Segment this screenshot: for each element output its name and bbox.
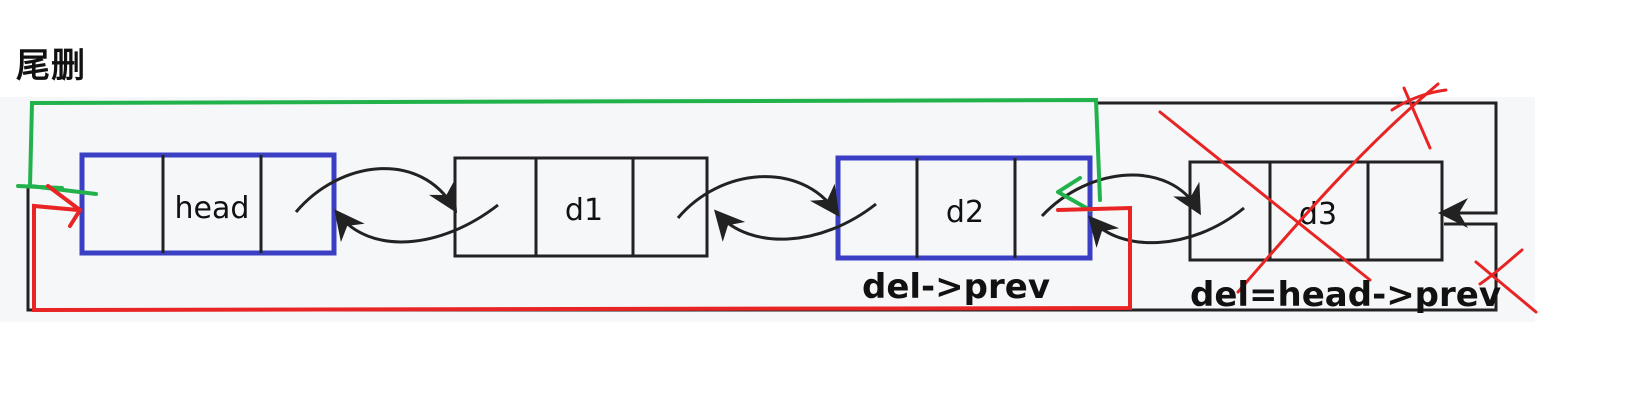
red-link-path: [32, 203, 1132, 313]
next-arrow-d1-d2: [676, 175, 840, 219]
diagram-panel: [0, 97, 1535, 322]
node-d1-label: d1: [565, 193, 603, 228]
pointer-label-del-prev: del->prev: [862, 267, 1050, 307]
next-arrow-d2-d3: [1040, 173, 1201, 218]
page-title: 尾删: [16, 46, 86, 86]
node-d2-label: d2: [946, 195, 984, 230]
delete-cross-d3: [1158, 82, 1440, 294]
prev-arrow-d1-head: [334, 203, 499, 244]
delete-marks: [1158, 82, 1538, 314]
delete-cross-top-link: [1390, 86, 1448, 150]
prev-arrow-d3-d2: [1088, 206, 1245, 248]
new-prev-link: [32, 184, 1132, 313]
node-head-box: [79, 152, 337, 256]
next-arrow-head-d1: [294, 167, 458, 214]
green-arrow-head-left: [16, 184, 64, 190]
pointer-label-del-head-prev: del=head->prev: [1190, 275, 1501, 315]
node-head-label: head: [175, 191, 250, 226]
prev-arrow-d2-d1: [714, 202, 877, 242]
green-arrow-head-right: [1056, 176, 1092, 212]
node-head: head: [79, 152, 337, 256]
delete-cross-bottom-link: [1474, 248, 1538, 314]
red-arrow-head: [46, 184, 83, 228]
